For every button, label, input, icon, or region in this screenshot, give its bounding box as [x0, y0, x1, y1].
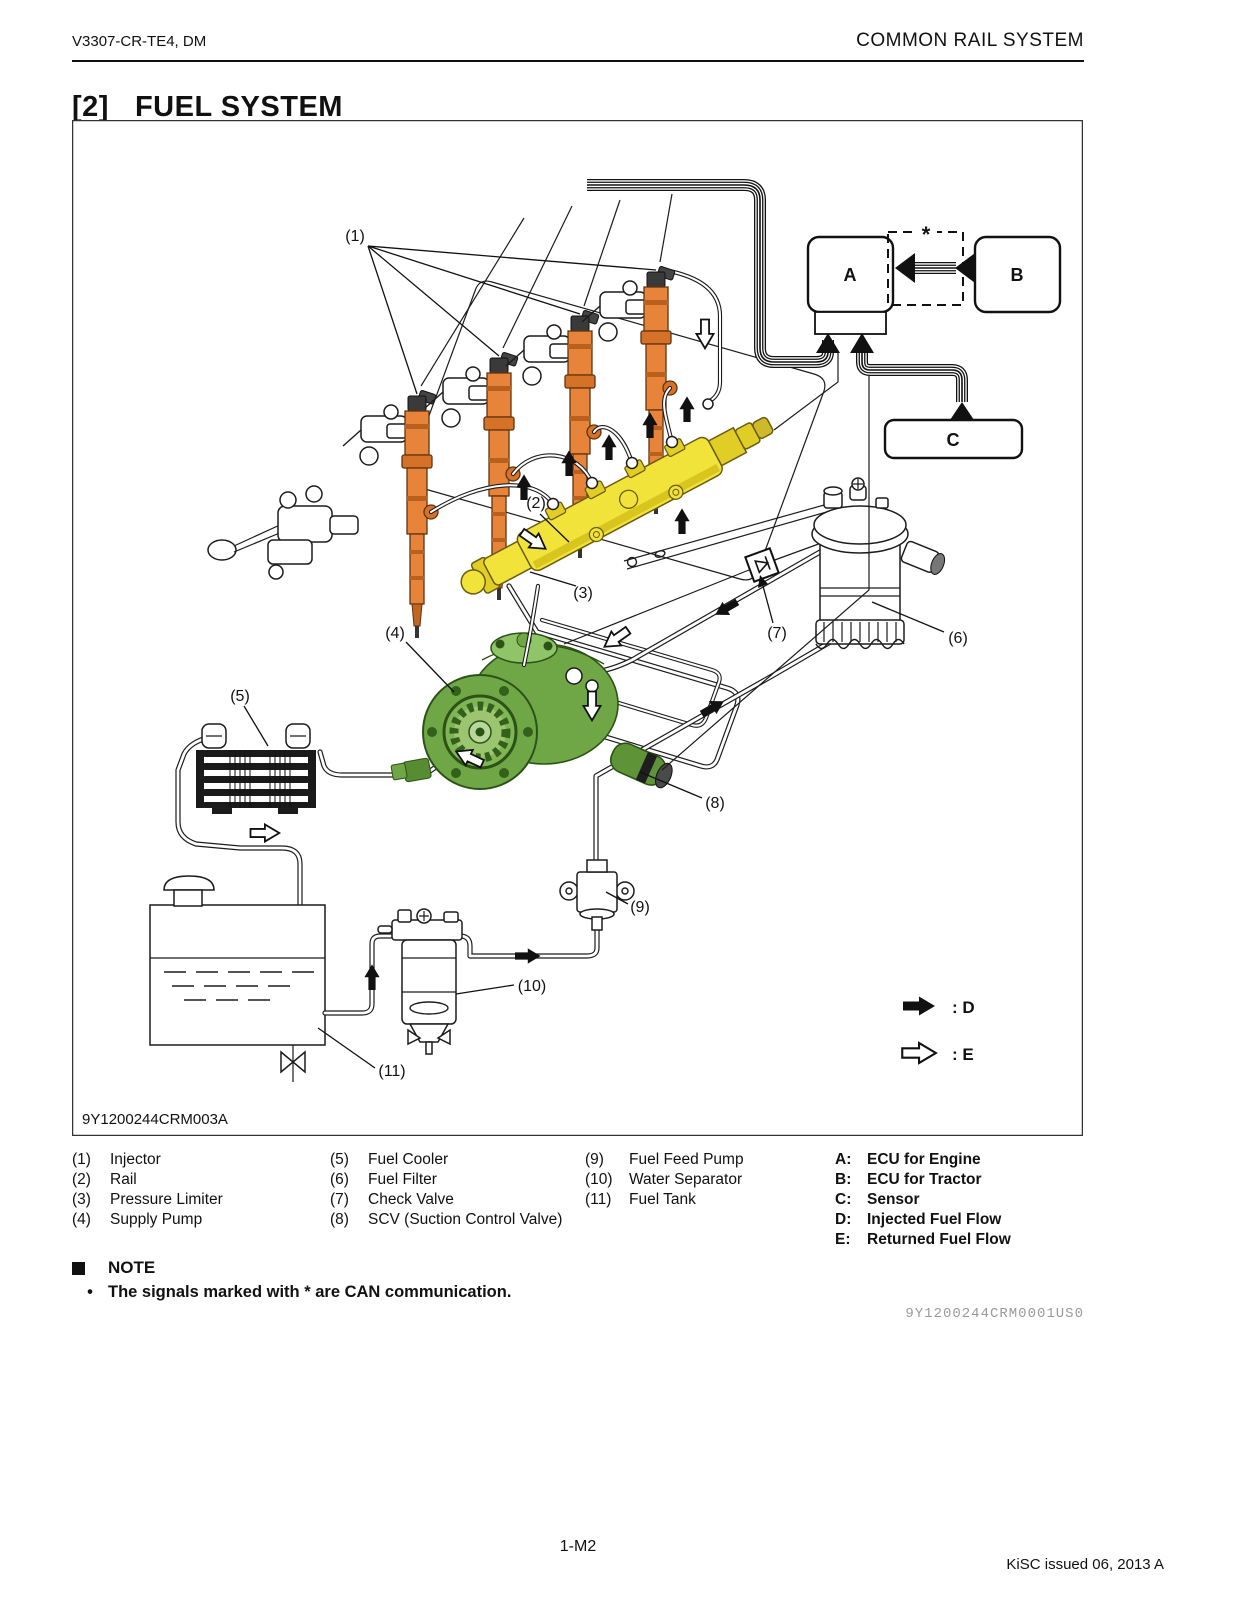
sensor-label: C: [947, 430, 960, 450]
scv-valve: [609, 742, 673, 789]
injectors: [342, 193, 678, 639]
page-title-index: [2]: [72, 91, 109, 124]
legend-item: (1)Injector: [72, 1151, 161, 1168]
legend-item: (8)SCV (Suction Control Valve): [330, 1211, 563, 1228]
check-valve: [744, 547, 780, 583]
callout-10: (10): [518, 978, 546, 995]
legend-item: (5)Fuel Cooler: [330, 1151, 449, 1168]
legend-column-2: (5)Fuel Cooler (6)Fuel Filter (7)Check V…: [330, 1150, 562, 1230]
fuel-feed-pump: [559, 859, 635, 931]
rocker-arm-assembly: [207, 485, 359, 580]
callout-11: (11): [378, 1063, 405, 1080]
legend-item: (2)Rail: [72, 1171, 137, 1188]
legend-item: C:Sensor: [835, 1191, 920, 1208]
legend-item: D:Injected Fuel Flow: [835, 1211, 1002, 1228]
legend-item: (4)Supply Pump: [72, 1211, 203, 1228]
callout-2: (2): [526, 495, 546, 512]
callout-9: (9): [630, 899, 650, 916]
figure-code: 9Y1200244CRM003A: [82, 1111, 228, 1128]
issue-note: KiSC issued 06, 2013 A: [1006, 1556, 1164, 1573]
legend-column-1: (1)Injector (2)Rail (3)Pressure Limiter …: [72, 1150, 223, 1230]
bullet-dot: •: [87, 1283, 93, 1301]
drain-valve: [280, 1045, 306, 1082]
check-valve-line: [563, 541, 825, 645]
can-star: *: [922, 222, 931, 247]
legend-item: A:ECU for Engine: [835, 1151, 981, 1168]
page-number: 1-M2: [559, 1538, 597, 1555]
legend-column-3: (9)Fuel Feed Pump (10)Water Separator (1…: [585, 1150, 744, 1210]
water-separator: [377, 908, 463, 1055]
page-title: [2] FUEL SYSTEM: [72, 91, 343, 124]
fuel-filter: [811, 477, 946, 650]
supply-pump: [390, 632, 673, 790]
legend-item: (11)Fuel Tank: [585, 1191, 696, 1208]
callout-7: (7): [767, 625, 787, 642]
callout-3: (3): [573, 585, 593, 602]
header-model-code: V3307-CR-TE4, DM: [72, 33, 207, 50]
figure-flow-legend: : D : E: [901, 996, 975, 1065]
legend-item: (3)Pressure Limiter: [72, 1191, 223, 1208]
legend-item: (6)Fuel Filter: [330, 1171, 437, 1188]
callouts: (1) (2) (3) (4) (5) (6) (7) (8) (9) (1: [230, 228, 968, 1080]
scv-signal-line: [661, 376, 870, 771]
legend-item: B:ECU for Tractor: [835, 1171, 982, 1188]
callout-4: (4): [385, 625, 405, 642]
note-item: • The signals marked with * are CAN comm…: [72, 1283, 511, 1302]
reference-code: 9Y1200244CRM0001US0: [905, 1306, 1084, 1322]
legend-item: (10)Water Separator: [585, 1171, 743, 1188]
filter-sensor: [900, 540, 946, 575]
header-rule: [72, 60, 1084, 62]
fuel-tank: [149, 875, 326, 1082]
note-heading-text: NOTE: [108, 1258, 156, 1277]
header-section-title: COMMON RAIL SYSTEM: [856, 30, 1084, 51]
injector-harness-wires: [420, 193, 673, 387]
legend-item: (9)Fuel Feed Pump: [585, 1151, 744, 1168]
rail-sensor-signal-line: [773, 352, 839, 431]
callout-5: (5): [230, 688, 250, 705]
ecu-tractor-label: B: [1011, 265, 1024, 285]
ecu-signal-section: A * B C: [587, 185, 1062, 771]
callout-6: (6): [948, 630, 968, 647]
fuel-cooler: [196, 723, 316, 814]
fuel-system-figure: A * B C: [71, 119, 1084, 1137]
note-heading: NOTE: [72, 1258, 155, 1278]
legend-item: (7)Check Valve: [330, 1191, 454, 1208]
legend-item: E:Returned Fuel Flow: [835, 1231, 1011, 1248]
square-bullet-icon: [72, 1261, 85, 1275]
note-text: The signals marked with * are CAN commun…: [108, 1283, 512, 1301]
ecu-engine-label: A: [844, 265, 857, 285]
page-title-text: FUEL SYSTEM: [134, 91, 343, 124]
legend-column-4: A:ECU for Engine B:ECU for Tractor C:Sen…: [835, 1150, 1011, 1250]
injection-pipes: [431, 388, 679, 512]
callout-1: (1): [345, 228, 365, 245]
fuel-system-diagram: A * B C: [71, 119, 1084, 1137]
return-pipes: [178, 270, 738, 976]
callout-8: (8): [705, 795, 725, 812]
fuel-level-dashes: [164, 971, 314, 1001]
flow-legend-e: : E: [952, 1045, 974, 1064]
ecu-tractor-box: [973, 235, 1062, 314]
engine-panel-outline: [407, 280, 845, 581]
flow-legend-d: : D: [952, 998, 975, 1017]
